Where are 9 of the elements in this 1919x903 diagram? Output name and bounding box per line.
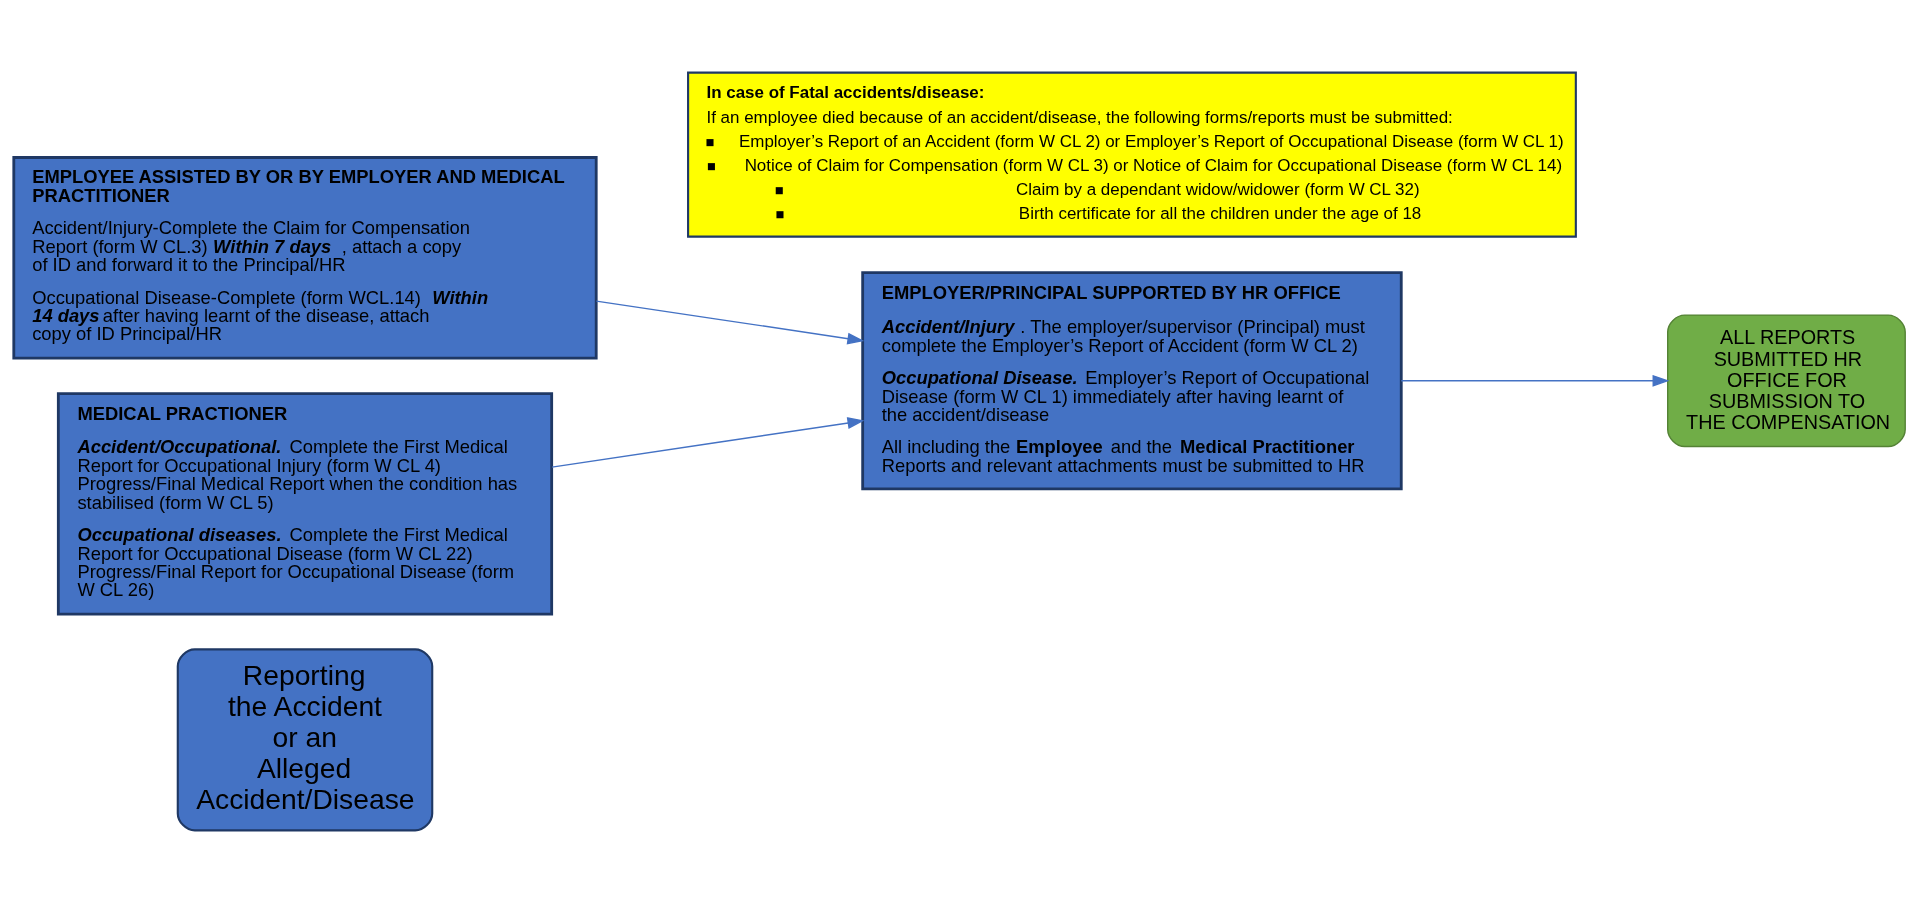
arrow [1400,374,1670,387]
node-box: MEDICAL PRACTIONER Accident/Occupational. Complete the First Medical Report for Occupational Injury (form W CL 4) Progress/Final Medical Report when the condition has stabilised (form W CL 5) Occupational diseases. Complete the First Medical Report for Occupational Disease (form W CL 22) Progress/Final Report for Occupational Disease (form W CL 26) [56,392,554,616]
arrow [551,417,865,468]
node-box: Reporting the Accident or an Alleged Accident/Disease [176,648,434,832]
node-box: ALL REPORTS SUBMITTED HR OFFICE FOR SUBMISSION TO THE COMPENSATION [1667,314,1906,448]
node-box: EMPLOYEE ASSISTED BY OR BY EMPLOYER AND MEDICAL PRACTITIONER Accident/Injury-Complete the Claim for Compensation Report (form W CL.3) Within 7 days , attach a copy of ID and forward it to the Principal/HR Occupational Disease-Complete (form WCL.14) Within 14 days after having learnt of the disease, attach copy of ID Principal/HR [12,156,598,360]
node-box: EMPLOYER/PRINCIPAL SUPPORTED BY HR OFFICE Accident/Injury . The employer/supervisor (Principal) must complete the Employer’s Report of Accident (form W CL 2) Occupational Disease. Employer’s Report of Occupational Disease (form W CL 1) immediately after having learnt of the accident/disease All including the Employee and the Medical Practitioner Reports and relevant attachments must be submitted to HR [861,271,1403,491]
node-box: In case of Fatal accidents/disease: If an employee died because of an accident/disease, the following forms/reports must be submitted: Employer’s Report of an Accident (form W CL 2) or Employer’s Report of Occupational Disease (form W CL 1) Notice of Claim for Compensation (form W CL 3) or Notice of Claim for Occupational Disease (form W CL 14) Claim by a dependant widow/widower (form W CL 32) Birth certificate for all the children under the age of 18 [687,71,1577,238]
arrow [595,300,865,345]
